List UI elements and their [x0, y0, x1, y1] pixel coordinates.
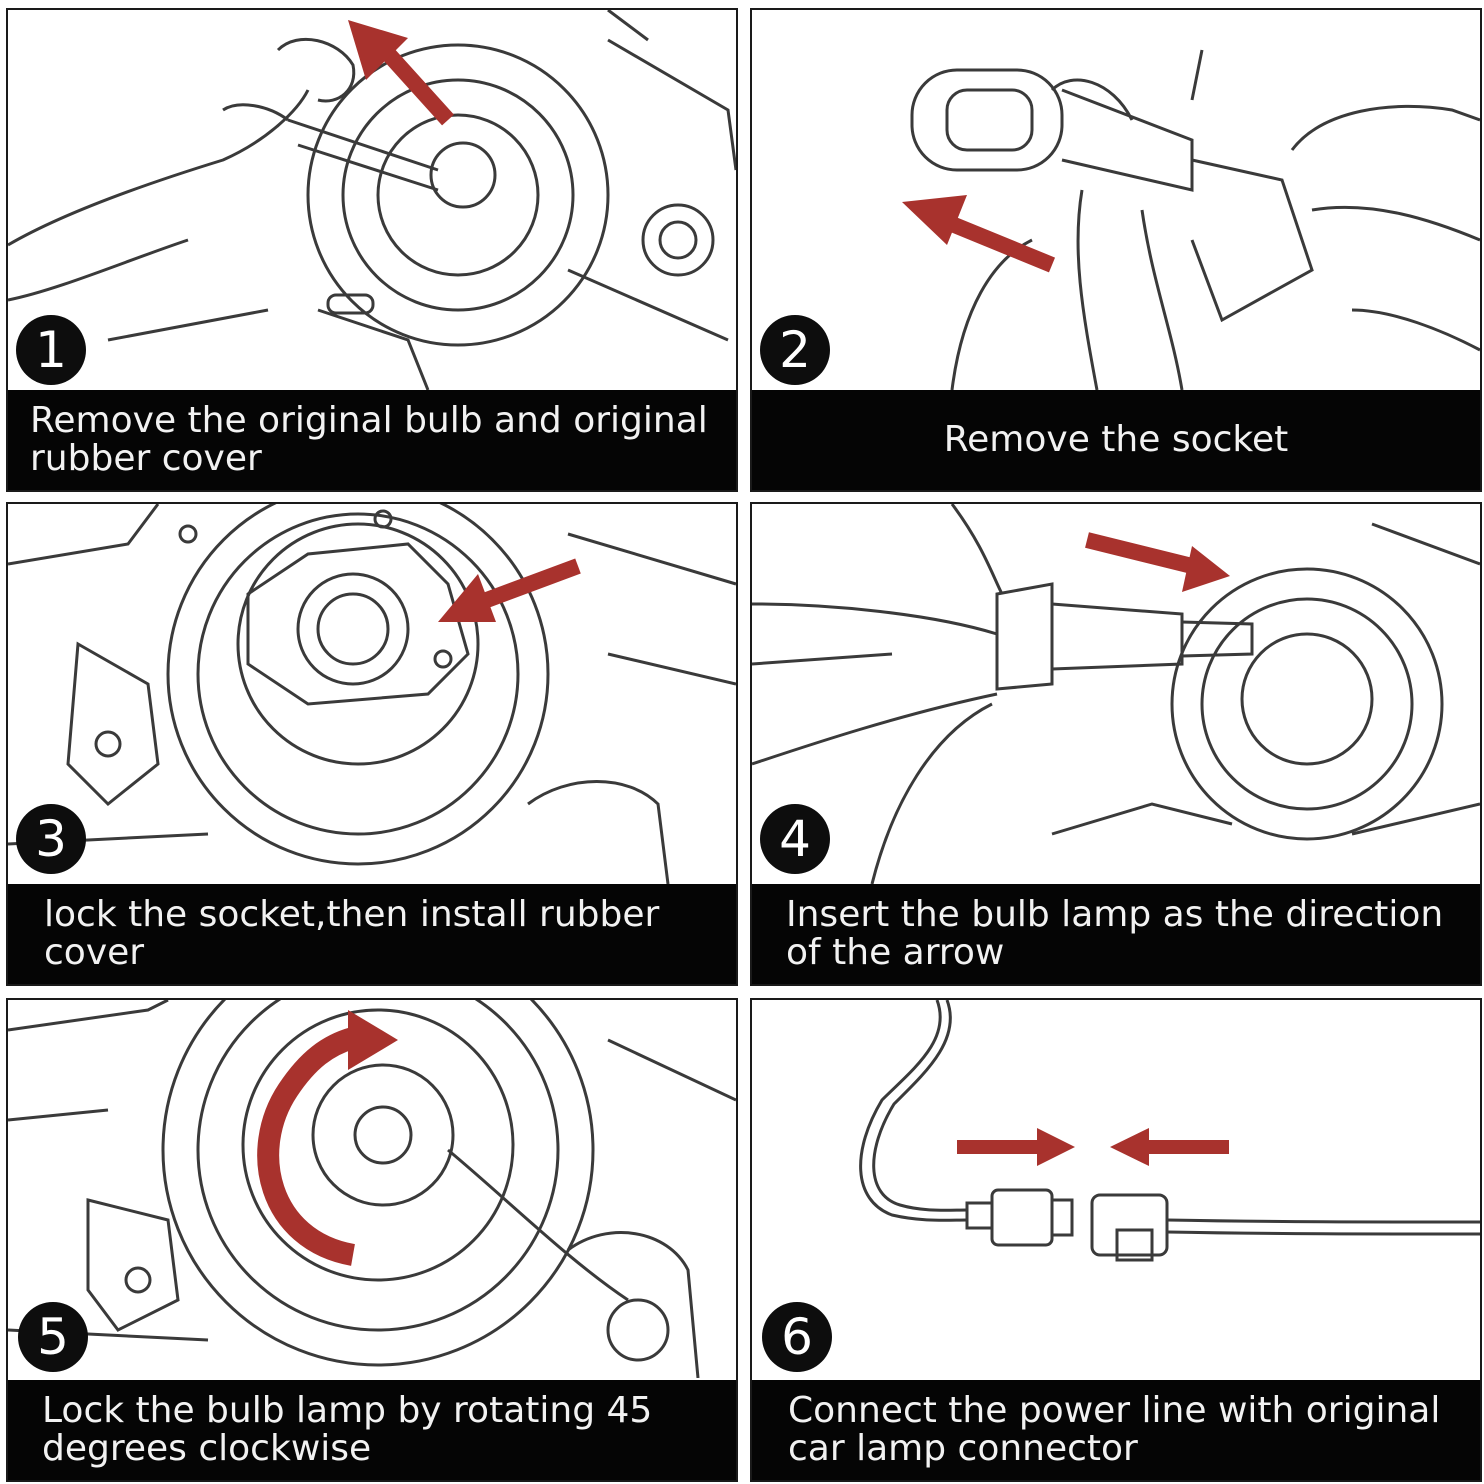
step-caption: Lock the bulb lamp by rotating 45 degree…: [8, 1380, 736, 1480]
step-1-panel: 1 Remove the original bulb and original …: [6, 8, 738, 492]
step-number-badge: 4: [760, 804, 830, 874]
arrow-left-icon: [1110, 1128, 1229, 1166]
step-caption: Remove the socket: [752, 390, 1480, 490]
step-4-illustration: [752, 504, 1480, 884]
step-4-panel: 4 Insert the bulb lamp as the direction …: [750, 502, 1482, 986]
step-number-badge: 1: [16, 315, 86, 385]
arrow-icon: [902, 195, 1056, 273]
step-6-illustration: [859, 1000, 1480, 1262]
step-5-panel: 5 Lock the bulb lamp by rotating 45 degr…: [6, 998, 738, 1482]
step-number-badge: 3: [16, 804, 86, 874]
step-caption: Insert the bulb lamp as the direction of…: [752, 884, 1480, 984]
arrow-icon: [438, 558, 581, 622]
step-caption: lock the socket,then install rubber cove…: [8, 884, 736, 984]
step-2-illustration: [902, 49, 1480, 390]
rotate-clockwise-icon: [257, 1027, 357, 1266]
step-6-panel: 6 Connect the power line with original c…: [750, 998, 1482, 1482]
step-1-illustration: [8, 10, 736, 390]
step-caption: Remove the original bulb and original ru…: [8, 390, 736, 490]
step-3-panel: 3 lock the socket,then install rubber co…: [6, 502, 738, 986]
step-caption: Connect the power line with original car…: [752, 1380, 1480, 1480]
step-number-badge: 2: [760, 315, 830, 385]
arrow-right-icon: [957, 1128, 1075, 1166]
step-2-panel: 2 Remove the socket: [750, 8, 1482, 492]
arrow-icon: [1085, 532, 1230, 592]
step-number-badge: 5: [18, 1302, 88, 1372]
arrow-icon: [348, 20, 454, 126]
step-number-badge: 6: [762, 1302, 832, 1372]
step-5-illustration: [8, 1000, 736, 1378]
step-3-illustration: [8, 504, 736, 884]
